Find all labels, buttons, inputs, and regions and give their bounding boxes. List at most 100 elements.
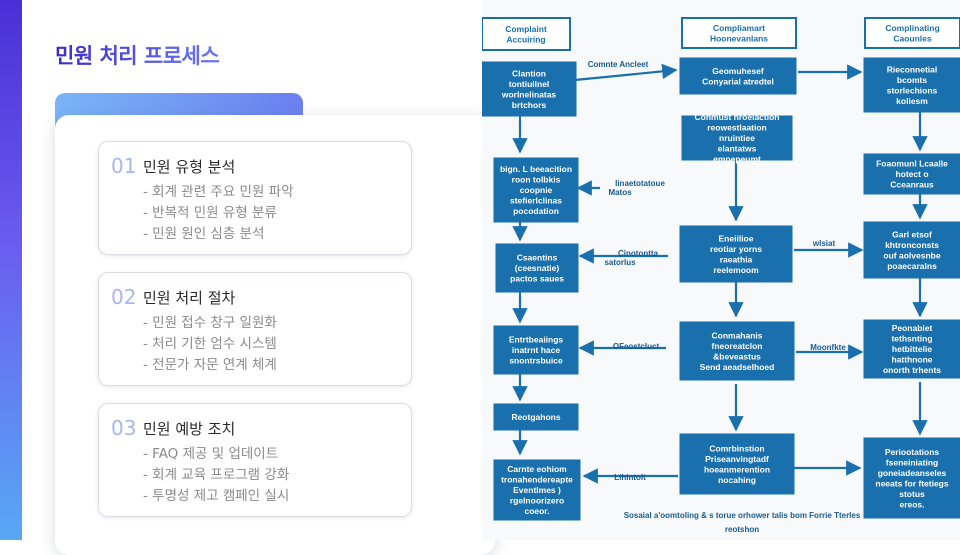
box-text: Hoonevanlans (710, 33, 768, 43)
box-text: khtronconsts (885, 240, 939, 250)
box-text: ouf aolvesnbe (883, 250, 940, 260)
box-text: fseneiniating (886, 457, 938, 467)
box-text: Rieconnetial (887, 64, 938, 74)
box-text: Conmust hroelaction (694, 112, 779, 122)
box-text: Compliamart (713, 23, 765, 33)
flowchart-box: ComrbinstionPriseanvingtadfhoeanmerentio… (679, 433, 795, 495)
list-item: - 처리 기한 엄수 시스템 (143, 336, 277, 352)
box-text: Cceanraus (890, 180, 934, 190)
box-text: fneoreatclon (711, 341, 762, 351)
box-text: reotiar yorns (710, 244, 762, 254)
box-text: worlnelinatas (501, 89, 557, 99)
box-text: Complaint (505, 24, 547, 34)
box-text: Foaomunl Lcaalle (876, 159, 948, 169)
box-text: nruintiee (719, 133, 755, 143)
box-text: pocodation (513, 206, 559, 216)
left-accent-bar (0, 0, 22, 540)
box-text: stotus (899, 489, 925, 499)
box-text: hoeanmerention (704, 464, 770, 474)
flowchart-box: Csaentins(ceesnatie)pactos saues (495, 243, 579, 293)
arrow-label: satorlus (604, 258, 636, 267)
box-text: pactos saues (510, 274, 564, 284)
step-card-1: 01 민원 유형 분석 - 회계 관련 주요 민원 파악 - 반복적 민원 유형… (98, 141, 412, 255)
box-text: &beveastus (713, 351, 761, 361)
arrow-label: Comnte Ancleet (588, 60, 649, 69)
list-item: - 민원 접수 창구 일원화 (143, 315, 277, 331)
box-text: stefierlclinas (510, 196, 562, 206)
box-text: onorth trhents (883, 365, 941, 375)
flowchart-box: Periootationsfseneiniatinggoneiadeansele… (863, 437, 960, 519)
box-text: koliesm (896, 96, 928, 106)
step-list: - 회계 관련 주요 민원 파악 - 반복적 민원 유형 분류 - 민원 원인 … (143, 182, 294, 245)
box-text: Csaentins (517, 253, 558, 263)
list-item: - 회계 관련 주요 민원 파악 (143, 184, 294, 200)
step-card-2: 02 민원 처리 절차 - 민원 접수 창구 일원화 - 처리 기한 엄수 시스… (98, 272, 412, 386)
box-text: nocahing (718, 475, 756, 485)
arrow-label: Matos (608, 188, 632, 197)
list-item: - 전문가 자문 연계 체계 (143, 357, 277, 373)
box-text: Eventlmes ) (513, 485, 561, 495)
box-text: empepeumt (713, 154, 761, 164)
box-text: Complinating (885, 23, 939, 33)
step-list: - FAQ 제공 및 업데이트 - 회계 교육 프로그램 강화 - 투명성 제고… (143, 444, 289, 507)
arrow-label: reotshon (725, 525, 759, 534)
box-text: neeats for ftetiegs (875, 478, 948, 488)
flowchart-box: Conmust hroelactionreowestlaationnruinti… (681, 112, 793, 164)
box-text: Geomuhesef (712, 66, 764, 76)
box-text: Priseanvingtadf (705, 454, 769, 464)
arrow-label: Cinotontta (618, 249, 659, 258)
arrow-label: Lihintolt (614, 473, 646, 482)
box-text: reelemoom (713, 265, 759, 275)
list-item: - 투명성 제고 캠페인 실시 (143, 488, 290, 504)
box-text: hetbittelie (892, 344, 932, 354)
box-text: Periootations (885, 447, 940, 457)
box-text: inatrnt hace (512, 345, 560, 355)
flow-arrow (574, 63, 678, 82)
step-heading: 민원 처리 절차 (143, 289, 236, 307)
box-text: ereos. (899, 499, 924, 509)
box-text: Conyarial atredtel (702, 76, 774, 86)
box-text: Carnte eohiom (507, 464, 567, 474)
arrow-label: Moonfkte (810, 343, 846, 352)
box-text: Entrtbeaiings (509, 335, 564, 345)
arrow-label: Iinaetotatoue (615, 179, 665, 188)
box-text: coopnie (520, 185, 553, 195)
box-text: Peonabiet (892, 323, 933, 333)
box-text: bign. L beeacition (500, 164, 572, 174)
step-number: 03 (111, 416, 137, 440)
step-heading: 민원 유형 분석 (143, 158, 236, 176)
box-text: goneiadeanseles (878, 468, 947, 478)
box-text: raeathia (720, 254, 753, 264)
box-text: Eneiilioe (719, 233, 754, 243)
box-text: Garl etsof (892, 229, 932, 239)
arrow-label: OFeostcluct (613, 342, 660, 351)
box-text: tontiuilnel (509, 79, 550, 89)
box-text: (ceesnatie) (515, 263, 560, 273)
step-heading: 민원 예방 조치 (143, 420, 236, 438)
box-text: Reotgahons (511, 412, 560, 422)
box-text: Conmahanis (711, 330, 762, 340)
box-text: poaecaralns (887, 261, 937, 271)
step-card-3: 03 민원 예방 조치 - FAQ 제공 및 업데이트 - 회계 교육 프로그램… (98, 403, 412, 517)
list-item: - 회계 교육 프로그램 강화 (143, 467, 290, 483)
step-list: - 민원 접수 창구 일원화 - 처리 기한 엄수 시스템 - 전문가 자문 연… (143, 313, 277, 376)
box-text: Send aeadselhoed (700, 362, 775, 372)
box-text: tethsnting (891, 334, 932, 344)
box-text: snontrsbuice (509, 356, 563, 366)
box-text: hatthnone (891, 355, 932, 365)
box-text: Comrbinstion (709, 443, 764, 453)
